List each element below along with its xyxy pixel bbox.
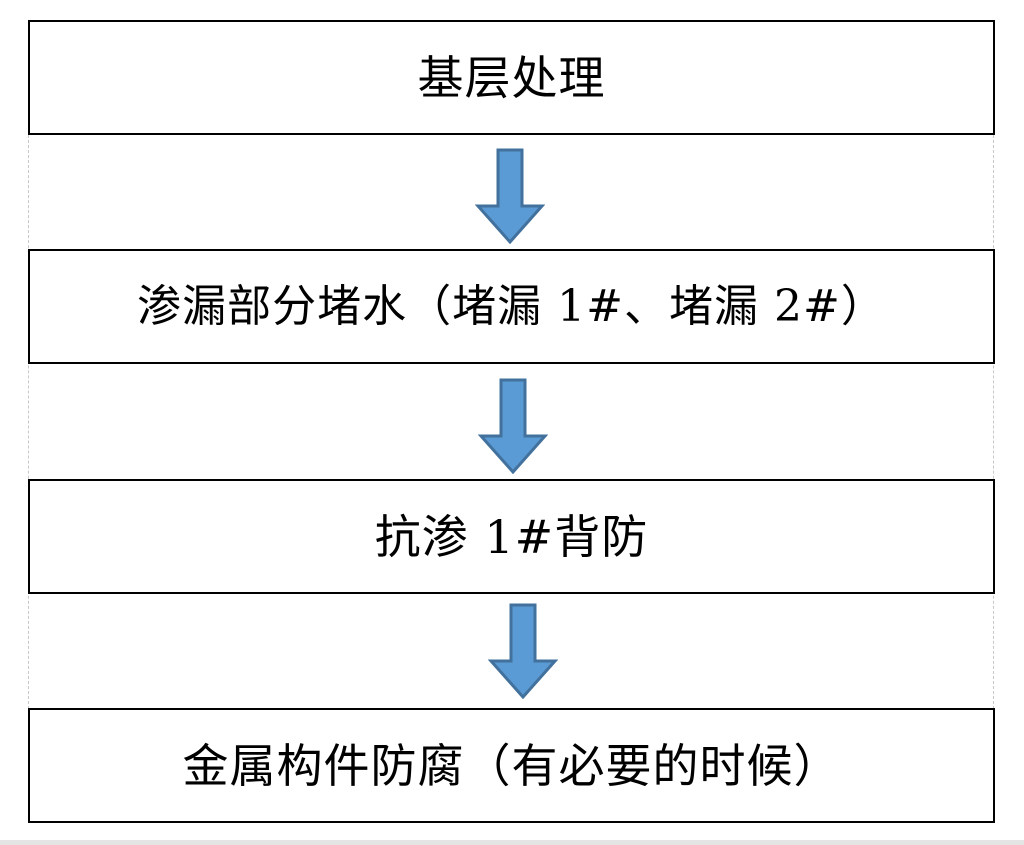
step-2-label: 渗漏部分堵水（堵漏 1#、堵漏 2#） — [137, 280, 886, 332]
step-3-label: 抗渗 1#背防 — [374, 509, 649, 564]
arrow-3-shape — [488, 603, 558, 699]
arrow-1-shape — [475, 148, 545, 244]
step-4-box: 金属构件防腐（有必要的时候） — [28, 708, 995, 823]
down-arrow-icon — [488, 603, 558, 699]
step-1-label: 基层处理 — [417, 50, 606, 105]
arrow-2-shape — [478, 378, 548, 474]
step-3-box: 抗渗 1#背防 — [28, 479, 995, 594]
bottom-divider — [0, 840, 1024, 845]
down-arrow-icon — [478, 378, 548, 474]
step-2-box: 渗漏部分堵水（堵漏 1#、堵漏 2#） — [28, 249, 995, 364]
step-4-label: 金属构件防腐（有必要的时候） — [182, 738, 841, 793]
step-1-box: 基层处理 — [28, 20, 995, 135]
down-arrow-icon — [475, 148, 545, 244]
dashed-guide-frame — [28, 135, 994, 709]
